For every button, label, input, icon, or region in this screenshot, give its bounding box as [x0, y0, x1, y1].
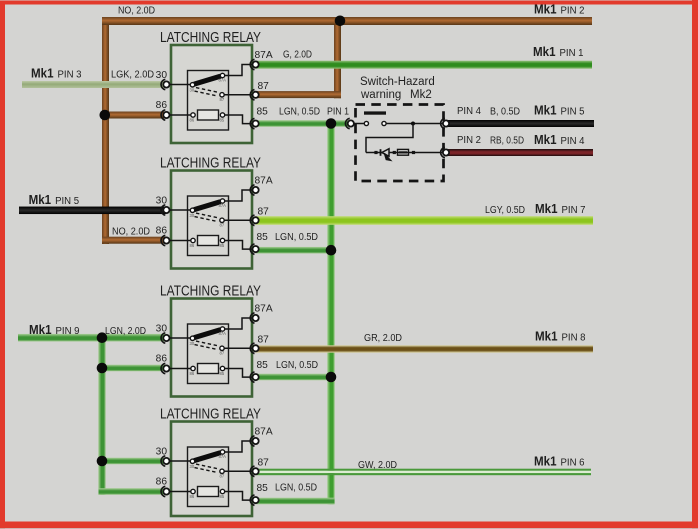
- svg-text:Mk1: Mk1: [534, 132, 557, 147]
- svg-text:Mk1: Mk1: [534, 2, 557, 17]
- svg-text:LGN, 2.0D: LGN, 2.0D: [105, 326, 146, 337]
- svg-text:86: 86: [156, 354, 168, 365]
- svg-text:PIN 3: PIN 3: [58, 70, 82, 81]
- svg-text:30: 30: [156, 196, 168, 207]
- svg-text:87: 87: [258, 206, 270, 217]
- svg-text:Mk1: Mk1: [31, 66, 54, 81]
- svg-text:PIN 5: PIN 5: [55, 196, 79, 207]
- svg-text:LGN, 0.5D: LGN, 0.5D: [279, 107, 320, 118]
- svg-text:30: 30: [190, 88, 195, 93]
- svg-text:G, 2.0D: G, 2.0D: [283, 50, 312, 61]
- svg-text:86: 86: [190, 494, 195, 499]
- svg-text:87A: 87A: [255, 175, 273, 186]
- svg-text:PIN 4: PIN 4: [457, 106, 481, 117]
- svg-text:86: 86: [156, 226, 168, 237]
- svg-text:87: 87: [258, 334, 270, 345]
- svg-text:PIN 1: PIN 1: [327, 107, 349, 118]
- svg-text:87: 87: [258, 457, 270, 468]
- svg-text:LATCHING RELAY: LATCHING RELAY: [160, 283, 261, 300]
- svg-text:PIN 9: PIN 9: [56, 326, 80, 337]
- svg-text:87A: 87A: [255, 303, 273, 314]
- svg-text:86: 86: [190, 117, 195, 122]
- svg-text:86: 86: [190, 243, 195, 248]
- svg-text:87: 87: [220, 351, 225, 356]
- svg-text:PIN 2: PIN 2: [457, 135, 481, 146]
- svg-text:87A: 87A: [219, 77, 227, 82]
- svg-text:85: 85: [220, 243, 225, 248]
- svg-text:30: 30: [190, 341, 195, 346]
- svg-text:85: 85: [257, 483, 269, 494]
- svg-text:86: 86: [156, 477, 168, 488]
- svg-text:Mk1: Mk1: [534, 454, 557, 469]
- svg-text:PIN 7: PIN 7: [562, 205, 586, 216]
- svg-text:Mk1: Mk1: [533, 44, 556, 59]
- svg-text:LGN, 0.5D: LGN, 0.5D: [276, 360, 318, 371]
- svg-text:LGN, 0.5D: LGN, 0.5D: [275, 232, 318, 243]
- svg-text:LGK, 2.0D: LGK, 2.0D: [111, 70, 154, 81]
- svg-text:GR, 2.0D: GR, 2.0D: [364, 333, 402, 344]
- svg-text:85: 85: [257, 107, 269, 118]
- svg-text:PIN 2: PIN 2: [561, 6, 585, 17]
- svg-text:30: 30: [190, 464, 195, 469]
- svg-text:B, 0.5D: B, 0.5D: [490, 107, 520, 118]
- svg-text:87A: 87A: [219, 203, 227, 208]
- svg-text:85: 85: [220, 117, 225, 122]
- svg-text:Mk2: Mk2: [410, 89, 432, 101]
- svg-text:LGY, 0.5D: LGY, 0.5D: [485, 205, 525, 216]
- svg-text:86: 86: [156, 100, 168, 111]
- svg-text:warning: warning: [360, 89, 401, 101]
- svg-text:LATCHING RELAY: LATCHING RELAY: [160, 29, 261, 46]
- svg-text:87: 87: [258, 81, 270, 92]
- svg-text:NO, 2.0D: NO, 2.0D: [118, 6, 155, 17]
- svg-text:LGN, 0.5D: LGN, 0.5D: [275, 483, 317, 494]
- svg-text:PIN 1: PIN 1: [560, 48, 584, 59]
- svg-text:NO, 2.0D: NO, 2.0D: [112, 227, 150, 238]
- svg-text:Mk1: Mk1: [29, 322, 52, 337]
- svg-text:PIN 6: PIN 6: [561, 458, 585, 469]
- svg-text:87: 87: [220, 223, 225, 228]
- svg-text:Mk1: Mk1: [535, 329, 558, 344]
- svg-text:LATCHING RELAY: LATCHING RELAY: [160, 406, 261, 423]
- svg-text:30: 30: [156, 70, 168, 81]
- svg-text:Mk1: Mk1: [534, 103, 557, 118]
- svg-text:85: 85: [220, 371, 225, 376]
- svg-text:85: 85: [257, 360, 269, 371]
- svg-text:PIN 4: PIN 4: [561, 136, 585, 147]
- svg-text:PIN 5: PIN 5: [561, 107, 585, 118]
- svg-text:87A: 87A: [219, 454, 227, 459]
- svg-text:30: 30: [190, 213, 195, 218]
- svg-text:GW, 2.0D: GW, 2.0D: [358, 460, 397, 471]
- svg-text:30: 30: [156, 324, 168, 335]
- svg-text:Mk1: Mk1: [535, 201, 558, 216]
- svg-text:30: 30: [156, 447, 168, 458]
- svg-text:87A: 87A: [255, 50, 273, 61]
- svg-text:86: 86: [190, 371, 195, 376]
- svg-text:85: 85: [257, 232, 269, 243]
- svg-text:87A: 87A: [255, 426, 273, 437]
- svg-text:87: 87: [220, 474, 225, 479]
- svg-text:Switch-Hazard: Switch-Hazard: [360, 76, 435, 88]
- svg-text:87A: 87A: [219, 331, 227, 336]
- svg-text:RB, 0.5D: RB, 0.5D: [490, 136, 524, 147]
- svg-text:LATCHING RELAY: LATCHING RELAY: [160, 155, 261, 172]
- svg-text:Mk1: Mk1: [29, 192, 51, 207]
- svg-text:PIN 8: PIN 8: [562, 333, 586, 344]
- svg-text:85: 85: [220, 494, 225, 499]
- svg-text:87: 87: [220, 97, 225, 102]
